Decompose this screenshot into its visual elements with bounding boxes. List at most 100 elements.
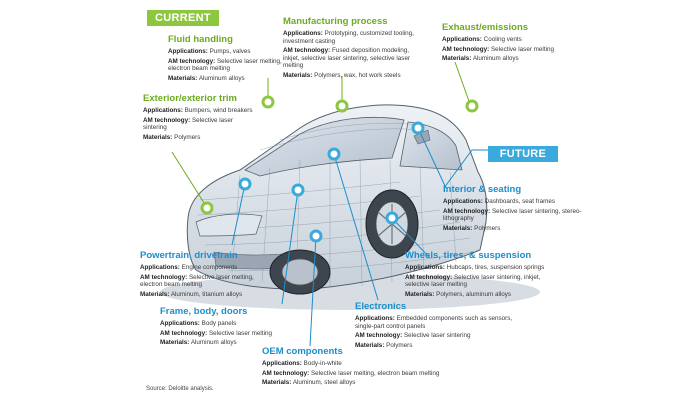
marker-wheels [385,211,399,225]
callout-applications: Body-in-white [303,360,342,367]
future-badge: FUTURE [488,146,558,162]
label-am-technology: AM technology: [140,273,188,281]
marker-oem [309,229,323,243]
current-badge: CURRENT [147,10,219,26]
callout-am-technology: Selective laser sintering [403,332,471,340]
callout-title: Wheels, tires, & suspension [405,250,532,261]
leader-line-wheels [391,217,431,259]
callout-applications: Cooling vents [483,36,522,43]
callout-materials: Aluminum alloys [190,339,237,347]
label-am-technology: AM technology: [442,45,490,53]
label-am-technology: AM technology: [143,116,191,124]
marker-frame [291,183,305,197]
callout-applications: Dashboards, seat frames [484,198,555,205]
callout-am-technology: Selective laser melting, electron beam m… [140,273,254,289]
label-am-technology: AM technology: [283,47,331,55]
label-applications: Applications: [355,315,395,322]
callout-am-technology: Fused deposition modeling, inkjet, selec… [283,47,411,70]
source-note: Source: Deloitte analysis. [146,386,214,392]
callout-am-technology: Selective laser sintering, stereo-lithog… [443,207,582,223]
callout-exhaust-emissions: Exhaust/emissions Applications: Cooling … [442,22,572,65]
callout-title: Frame, body, doors [160,306,248,317]
callout-title: Interior & seating [443,184,522,195]
callout-applications: Embedded components such as sensors, sin… [355,315,513,330]
label-materials: Materials: [283,71,313,79]
callout-applications: Hubcaps, tires, suspension springs [446,264,545,271]
callout-am-technology: Selective laser sintering [143,116,233,132]
leader-line-frame [281,189,299,305]
callout-materials: Aluminum alloys [472,55,519,63]
callout-frame-body-doors: Frame, body, doors Applications: Body pa… [160,306,300,349]
callout-am-technology: Selective laser melting, electron beam m… [310,369,440,377]
callout-applications: Engine components [181,264,238,271]
callout-title: Exhaust/emissions [442,22,529,33]
callout-am-technology: Selective laser sintering, inkjet, selec… [405,273,541,289]
callout-materials: Aluminum, titanium alloys [170,290,243,298]
callout-materials: Polymers [474,224,501,232]
leader-line-powertrain [231,183,246,246]
label-materials: Materials: [355,341,385,349]
label-am-technology: AM technology: [405,273,453,281]
callout-manufacturing-process: Manufacturing process Applications: Prot… [283,16,423,82]
leader-line-interior [417,127,447,189]
label-am-technology: AM technology: [443,207,491,215]
label-applications: Applications: [443,198,483,205]
callout-oem-components: OEM components Applications: Body-in-whi… [262,346,472,389]
callout-applications: Bumpers, wind breakers [184,107,253,114]
label-am-technology: AM technology: [168,57,216,65]
label-applications: Applications: [160,320,200,327]
callout-materials: Polymers, wax, hot work steels [314,71,401,79]
leader-line-exhaust [454,61,471,105]
label-materials: Materials: [405,290,435,298]
label-applications: Applications: [143,107,183,114]
leader-line-oem [309,235,317,347]
callout-title: Electronics [355,301,407,312]
callout-applications: Body panels [201,320,237,327]
callout-materials: Aluminum, steel alloys [292,379,356,387]
label-am-technology: AM technology: [160,329,208,337]
callout-interior-seating: Interior & seating Applications: Dashboa… [443,184,583,234]
callout-title: Fluid handling [168,34,233,45]
callout-electronics: Electronics Applications: Embedded compo… [355,301,515,351]
label-materials: Materials: [443,224,473,232]
label-materials: Materials: [442,55,472,63]
callout-materials: Aluminum alloys [198,74,245,82]
callout-materials: Polymers [386,341,413,349]
marker-electronics [327,147,341,161]
marker-fluid-handling [261,95,275,109]
label-applications: Applications: [405,264,445,271]
leader-line-future [443,149,492,189]
marker-interior [411,121,425,135]
label-applications: Applications: [442,36,482,43]
marker-powertrain [238,177,252,191]
callout-am-technology: Selective laser melting [490,45,554,53]
label-applications: Applications: [262,360,302,367]
callout-materials: Polymers, aluminum alloys [436,290,512,298]
callout-am-technology: Selective laser melting, electron beam m… [168,57,282,73]
label-applications: Applications: [168,48,208,55]
callout-applications: Prototyping, customized tooling, investm… [283,30,414,45]
callout-am-technology: Selective laser melting [208,329,272,337]
callout-title: OEM components [262,346,343,357]
callout-powertrain: Powertrain, drivetrain Applications: Eng… [140,250,260,300]
callout-wheels-tires-suspension: Wheels, tires, & suspension Applications… [405,250,555,300]
label-applications: Applications: [140,264,180,271]
label-materials: Materials: [160,339,190,347]
label-materials: Materials: [140,290,170,298]
marker-exhaust [465,99,479,113]
callout-title: Manufacturing process [283,16,388,27]
callout-title: Exterior/exterior trim [143,93,237,104]
label-am-technology: AM technology: [355,332,403,340]
label-applications: Applications: [283,30,323,37]
label-materials: Materials: [262,379,292,387]
label-am-technology: AM technology: [262,369,310,377]
callout-fluid-handling: Fluid handling Applications: Pumps, valv… [168,34,283,84]
leader-line-exterior [171,151,207,207]
leader-line-electronics [333,153,379,301]
label-materials: Materials: [143,133,173,141]
callout-applications: Pumps, valves [209,48,251,55]
marker-exterior [200,201,214,215]
marker-manufacturing [335,99,349,113]
callout-materials: Polymers [174,133,201,141]
